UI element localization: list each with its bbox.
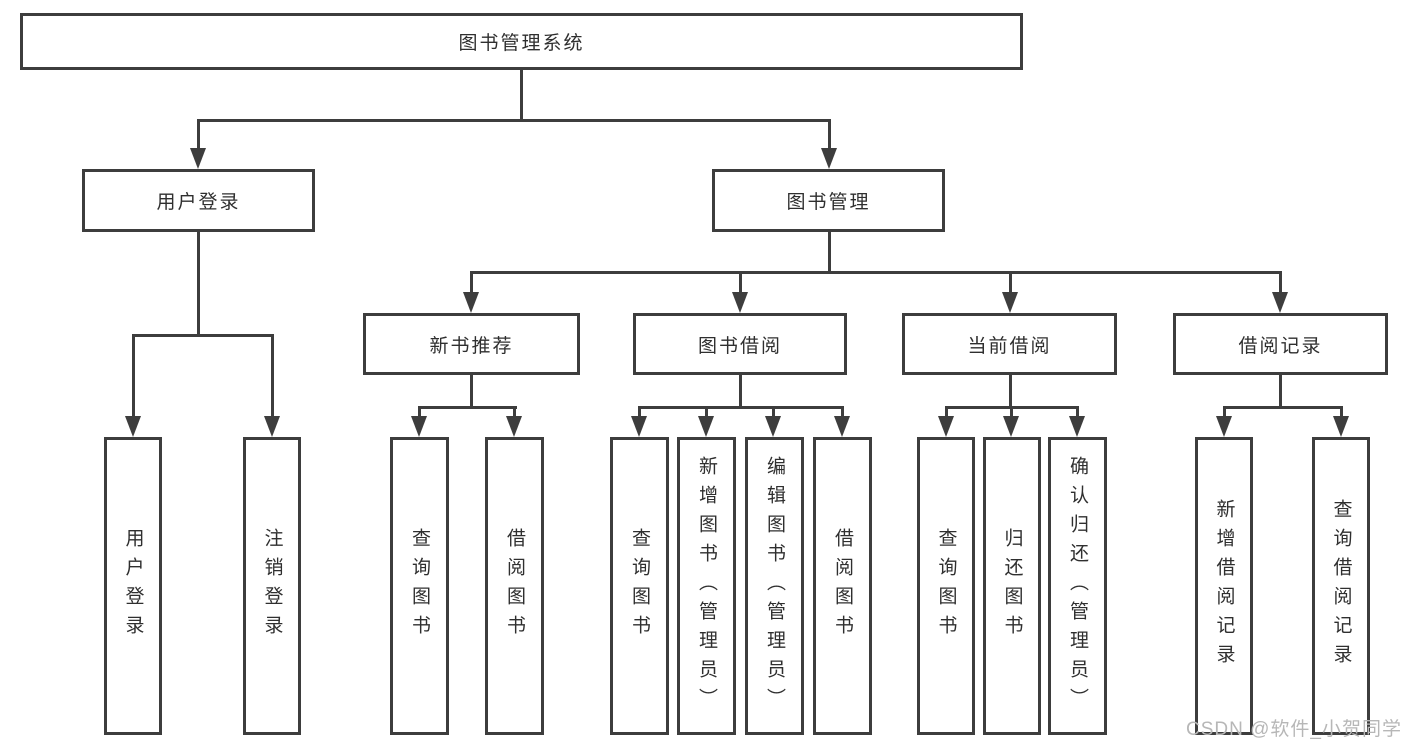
connector-records-bar (1223, 406, 1343, 409)
connector-borrow-stem (739, 375, 742, 409)
arrow-down-icon (411, 416, 427, 437)
connector-borrow-drop (841, 406, 844, 418)
connector-recommend-drop (513, 406, 516, 418)
connector-borrow-drop (772, 406, 775, 418)
leaf-current-confirm-return-admin: 确认归还（管理员） (1048, 437, 1107, 735)
node-current-borrow: 当前借阅 (902, 313, 1117, 375)
leaf-borrow-borrow-books: 借阅图书 (813, 437, 872, 735)
leaf-recommend-borrow-books: 借阅图书 (485, 437, 544, 735)
arrow-down-icon (1216, 416, 1232, 437)
arrow-down-icon (834, 416, 850, 437)
leaf-borrow-edit-books-admin: 编辑图书（管理员） (745, 437, 804, 735)
leaf-user-login: 用户登录 (104, 437, 162, 735)
connector-current-drop (1010, 406, 1013, 418)
connector-mgmt-drop (739, 271, 742, 293)
arrow-down-icon (1003, 416, 1019, 437)
node-user-login: 用户登录 (82, 169, 315, 232)
arrow-down-icon (463, 292, 479, 313)
leaf-borrow-add-books-admin: 新增图书（管理员） (677, 437, 736, 735)
node-new-book-recommend: 新书推荐 (363, 313, 580, 375)
connector-records-drop (1340, 406, 1343, 418)
arrow-down-icon (1272, 292, 1288, 313)
connector-current-stem (1009, 375, 1012, 409)
connector-recommend-stem (470, 375, 473, 409)
leaf-borrow-query-books: 查询图书 (610, 437, 669, 735)
connector-recommend-drop (418, 406, 421, 418)
connector-records-drop (1223, 406, 1226, 418)
leaf-recommend-query-books: 查询图书 (390, 437, 449, 735)
leaf-current-query-books: 查询图书 (917, 437, 975, 735)
connector-records-stem (1279, 375, 1282, 409)
connector-mgmt-drop (1009, 271, 1012, 293)
arrow-down-icon (1069, 416, 1085, 437)
node-book-management-system: 图书管理系统 (20, 13, 1023, 70)
csdn-watermark: CSDN @软件_小贺同学 (1186, 719, 1402, 740)
arrow-down-icon (1333, 416, 1349, 437)
connector-mgmt-drop (1279, 271, 1282, 293)
arrow-down-icon (821, 148, 837, 169)
connector-root-stem (520, 70, 523, 122)
arrow-down-icon (1002, 292, 1018, 313)
connector-borrow-drop (638, 406, 641, 418)
node-book-borrow: 图书借阅 (633, 313, 847, 375)
arrow-down-icon (698, 416, 714, 437)
arrow-down-icon (190, 148, 206, 169)
node-book-management: 图书管理 (712, 169, 945, 232)
leaf-current-return-books: 归还图书 (983, 437, 1041, 735)
connector-user-bar (132, 334, 274, 337)
connector-user-drop (271, 334, 274, 417)
arrow-down-icon (732, 292, 748, 313)
connector-root-bar (197, 119, 831, 122)
connector-user-drop (132, 334, 135, 417)
arrow-down-icon (264, 416, 280, 437)
leaf-logout: 注销登录 (243, 437, 301, 735)
arrow-down-icon (765, 416, 781, 437)
arrow-down-icon (938, 416, 954, 437)
connector-root-drop-right (828, 119, 831, 150)
connector-borrow-bar (638, 406, 844, 409)
connector-mgmt-drop (470, 271, 473, 293)
node-borrow-records: 借阅记录 (1173, 313, 1388, 375)
connector-root-drop-left (197, 119, 200, 150)
connector-current-drop (945, 406, 948, 418)
connector-mgmt-bar (470, 271, 1281, 274)
leaf-records-query-record: 查询借阅记录 (1312, 437, 1370, 735)
connector-mgmt-stem (828, 232, 831, 274)
leaf-records-add-record: 新增借阅记录 (1195, 437, 1253, 735)
connector-current-drop (1076, 406, 1079, 418)
connector-borrow-drop (705, 406, 708, 418)
arrow-down-icon (125, 416, 141, 437)
arrow-down-icon (631, 416, 647, 437)
connector-recommend-bar (418, 406, 517, 409)
connector-user-stem (197, 232, 200, 337)
arrow-down-icon (506, 416, 522, 437)
